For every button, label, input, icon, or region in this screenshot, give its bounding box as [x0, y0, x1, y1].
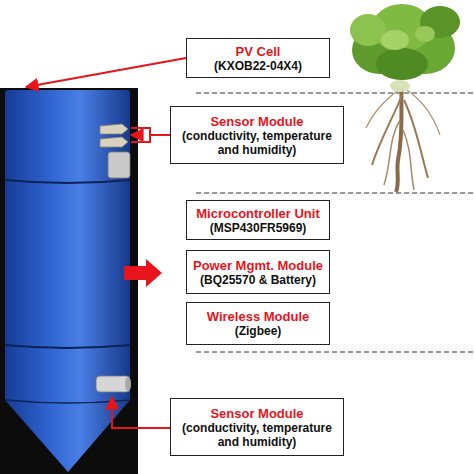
module-detail: (conductivity, temperature and humidity)	[177, 129, 337, 157]
module-detail: (KXOB22-04X4)	[214, 59, 302, 73]
sensor-probe	[96, 376, 130, 392]
seam-line	[5, 180, 130, 183]
module-name: PV Cell	[236, 44, 281, 59]
sensor-probe	[100, 124, 128, 134]
module-detail: (MSP430FR5969)	[210, 221, 307, 235]
leader-bracket	[131, 128, 172, 142]
module-detail: (conductivity, temperature and humidity)	[177, 421, 337, 449]
plant-illustration	[350, 4, 460, 192]
block-arrow	[124, 259, 162, 287]
dashed-separator	[196, 193, 474, 194]
sensor-probe	[125, 377, 131, 391]
module-box: Wireless Module(Zigbee)	[186, 302, 330, 345]
photo-background	[0, 88, 138, 474]
seam-line	[5, 345, 130, 348]
module-name: Power Mgmt. Module	[193, 258, 323, 273]
module-name: Wireless Module	[207, 309, 309, 324]
module-name: Microcontroller Unit	[196, 206, 320, 221]
sensor-housing	[108, 152, 130, 178]
dashed-separator	[196, 93, 474, 94]
module-box: Sensor Module(conductivity, temperature …	[170, 398, 344, 456]
module-detail: (Zigbee)	[235, 324, 282, 338]
module-box: Sensor Module(conductivity, temperature …	[170, 106, 344, 164]
module-detail: (BQ25570 & Battery)	[200, 273, 316, 287]
leader-arrow	[26, 58, 186, 87]
module-box: PV Cell(KXOB22-04X4)	[186, 38, 330, 78]
sensor-probe	[100, 137, 128, 147]
module-box: Microcontroller Unit(MSP430FR5969)	[186, 200, 330, 240]
leader-arrow	[112, 397, 172, 428]
module-name: Sensor Module	[210, 406, 303, 421]
cylinder-body	[5, 90, 130, 402]
module-box: Power Mgmt. Module(BQ25570 & Battery)	[186, 250, 330, 294]
leader-arrow	[131, 134, 142, 136]
module-name: Sensor Module	[210, 114, 303, 129]
dashed-separator	[196, 352, 474, 353]
